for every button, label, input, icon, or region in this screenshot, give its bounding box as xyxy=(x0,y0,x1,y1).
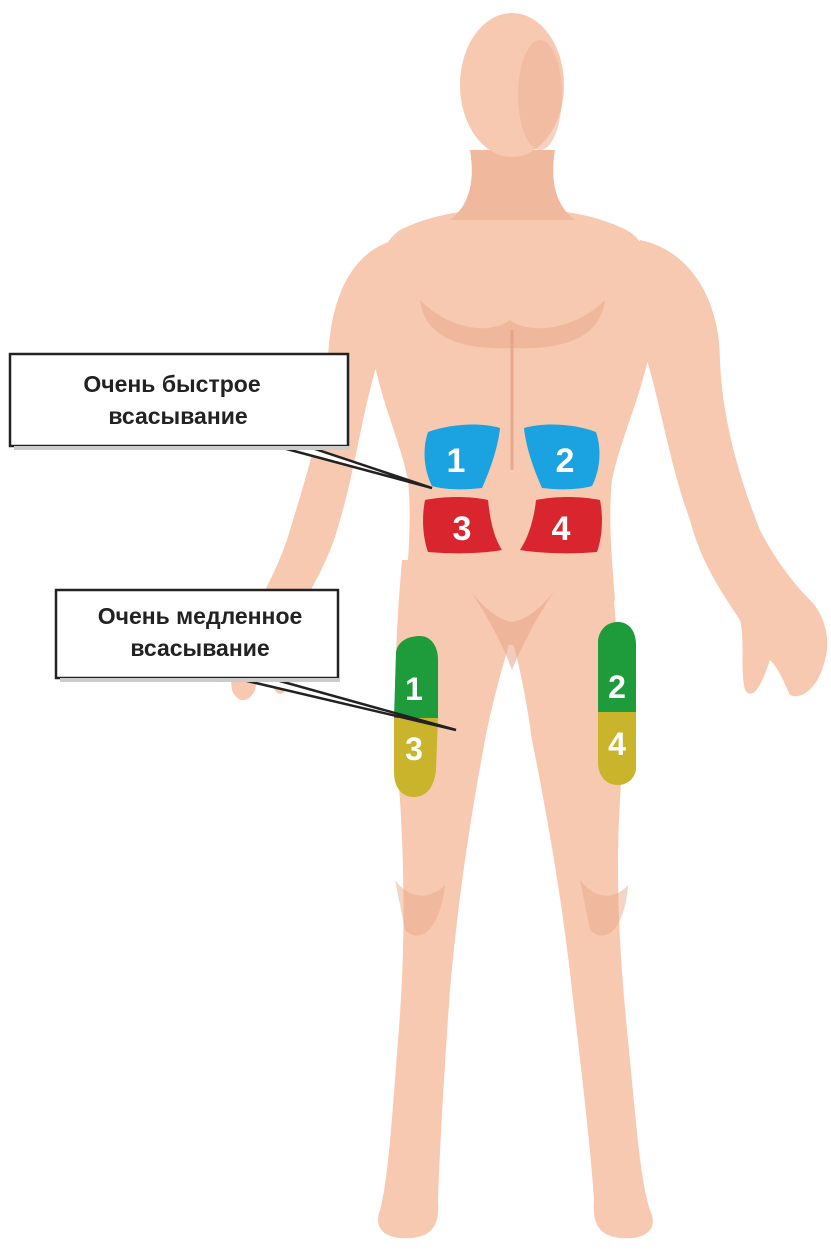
callout-slow-line1: Очень медленное xyxy=(98,603,303,629)
neck xyxy=(450,150,575,220)
callout-slow-line2: всасывание xyxy=(130,635,269,661)
abdomen-zone-3-label: 3 xyxy=(453,510,472,548)
right-arm xyxy=(625,240,827,696)
thigh-zone-2-label: 2 xyxy=(608,669,626,705)
abdomen-zone-4-label: 4 xyxy=(552,510,571,548)
callout-fast-line2: всасывание xyxy=(108,403,247,429)
callout-fast-shadow xyxy=(14,446,350,450)
abdomen-zone-2-label: 2 xyxy=(556,442,575,480)
callout-fast-box xyxy=(10,354,348,446)
callout-slow-shadow xyxy=(60,678,340,682)
thigh-zone-1-label: 1 xyxy=(405,671,423,707)
head-shadow xyxy=(518,40,562,150)
callout-fast-line1: Очень быстрое xyxy=(83,371,260,397)
thigh-zone-4-label: 4 xyxy=(608,726,626,762)
thigh-zone-3-label: 3 xyxy=(405,731,423,767)
abdomen-zone-1-label: 1 xyxy=(447,442,466,480)
